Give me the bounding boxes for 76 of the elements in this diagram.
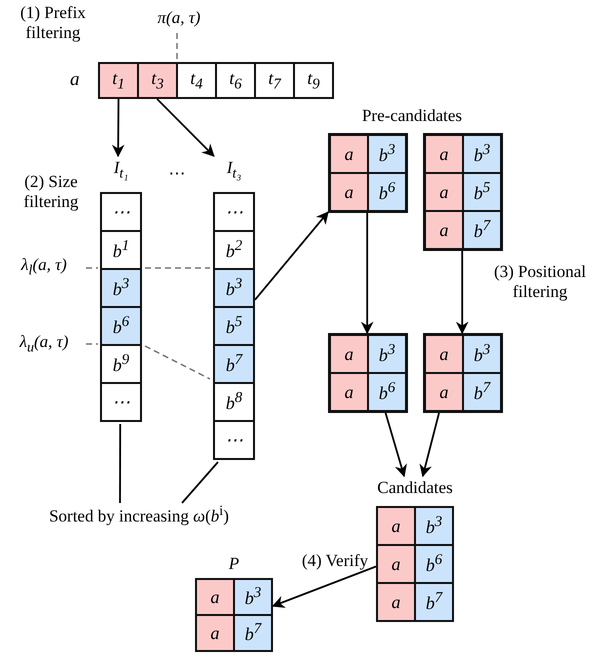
pair-entry: a	[329, 134, 369, 174]
pair-entry: b$^{7}$	[233, 614, 273, 652]
list-entry: ⋯	[100, 382, 142, 422]
list-entry: b$^{8}$	[213, 382, 255, 422]
pair-entry: a	[424, 134, 464, 174]
list-entry: b$^{1}$	[100, 230, 142, 270]
arrow	[456, 251, 468, 334]
pair-entry: a	[424, 210, 464, 250]
pair-entry: b$^{7}$	[462, 372, 502, 412]
arrow	[156, 98, 215, 157]
list-entry: b$^{5}$	[213, 306, 255, 346]
step-label: (1) Prefix filtering	[19, 3, 87, 44]
arrow	[254, 211, 329, 300]
leader-line	[181, 461, 219, 504]
pair-entry: a	[329, 372, 369, 412]
arrow	[384, 412, 407, 478]
pair-entry: b$^{3}$	[414, 506, 454, 546]
pair-entry: b$^{5}$	[462, 172, 502, 212]
pair-entry: a	[424, 172, 464, 212]
step-label: (4) Verify	[300, 551, 370, 572]
pair-entry: b$^{6}$	[367, 372, 407, 412]
pair-entry: b$^{6}$	[367, 172, 407, 212]
pair-table	[328, 133, 408, 213]
pair-entry: b$^{3}$	[233, 578, 273, 616]
list-entry: ⋯	[100, 192, 142, 232]
token-cell: t$_{9}$	[293, 62, 334, 99]
token-cell: t$_{7}$	[254, 62, 295, 99]
pair-entry: b$^{7}$	[414, 582, 454, 622]
pair-entry: b$^{3}$	[462, 134, 502, 174]
list-heading: I$_{t₁}$	[114, 158, 128, 182]
pair-entry: a	[195, 614, 235, 652]
token-cell: t$_{4}$	[176, 62, 217, 99]
arrow	[112, 99, 124, 158]
pair-entry: b$^{7}$	[462, 210, 502, 250]
group-heading: Pre-candidates	[360, 106, 464, 126]
table-heading: P	[228, 554, 240, 574]
pair-table	[423, 133, 503, 251]
threshold-label: λ$_{u}$(a, τ)	[18, 332, 70, 356]
list-entry: b$^{7}$	[213, 344, 255, 384]
pair-entry: a	[376, 506, 416, 546]
pair-entry: b$^{3}$	[462, 334, 502, 374]
leader-line	[119, 424, 122, 503]
list-entry: b$^{9}$	[100, 344, 142, 384]
pair-entry: a	[424, 334, 464, 374]
token-cell: t$_{3}$	[137, 62, 178, 99]
arrow	[272, 566, 376, 608]
list-heading: I$_{t₃}$	[226, 158, 242, 182]
pair-entry: b$^{6}$	[414, 544, 454, 584]
token-cell: t$_{6}$	[215, 62, 256, 99]
list-entry: b$^{2}$	[213, 230, 255, 270]
pair-entry: a	[329, 172, 369, 212]
pair-entry: a	[424, 372, 464, 412]
list-entry: b$^{3}$	[213, 268, 255, 308]
list-entry: ⋯	[213, 420, 255, 460]
pair-table	[423, 333, 503, 413]
pair-table	[328, 333, 408, 413]
threshold-label: λ$_{l}$(a, τ)	[20, 255, 68, 280]
step-label: (2) Size filtering	[22, 172, 80, 213]
token-cell: t$_{1}$	[98, 62, 139, 99]
pair-entry: a	[195, 578, 235, 616]
list-entry: b$^{3}$	[100, 268, 142, 308]
pair-entry: b$^{3}$	[367, 334, 407, 374]
arrow	[420, 412, 440, 478]
caption-text: Sorted by increasing ω(b$^{i}$)	[14, 503, 264, 531]
ellipsis-text: ⋯	[168, 164, 186, 184]
pair-entry: a	[329, 334, 369, 374]
pair-entry: a	[376, 544, 416, 584]
pair-entry: b$^{3}$	[367, 134, 407, 174]
table-heading: Candidates	[377, 478, 453, 498]
sequence-label: a	[70, 69, 80, 91]
list-entry: b$^{6}$	[100, 306, 142, 346]
pair-entry: a	[376, 582, 416, 622]
step-label: (3) Positional filtering	[492, 262, 588, 303]
threshold-label: π(a, τ)	[156, 8, 202, 28]
list-entry: ⋯	[213, 192, 255, 232]
arrow	[360, 213, 374, 334]
